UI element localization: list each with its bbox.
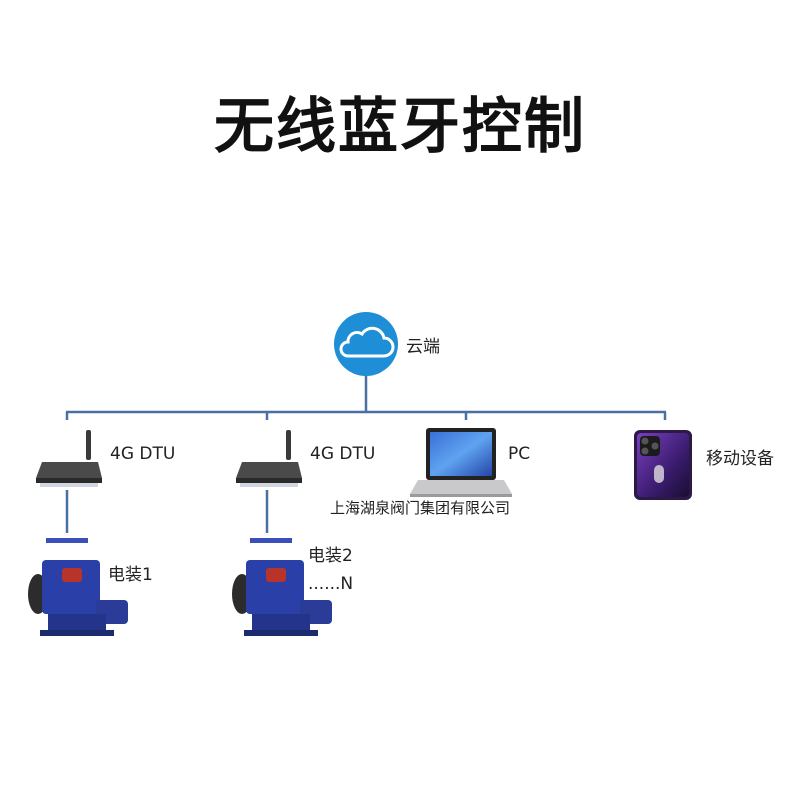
company-watermark: 上海湖泉阀门集团有限公司: [330, 499, 511, 517]
cloud-icon: [334, 312, 398, 376]
router-icon: [236, 430, 302, 487]
dtu-label-1: 4G DTU: [110, 444, 176, 464]
page-title: 无线蓝牙控制: [214, 92, 586, 162]
actuator-label-2: 电装2: [308, 546, 353, 566]
actuator-label-1: 电装1: [108, 565, 153, 585]
cloud-label: 云端: [406, 337, 440, 357]
dtu-label-2: 4G DTU: [310, 444, 376, 464]
laptop-icon: [410, 428, 512, 497]
mobile-device-label: 移动设备: [706, 449, 774, 469]
actuator-count-label: ......N: [308, 574, 354, 594]
electric-actuator-icon: [232, 538, 332, 636]
smartphone-icon: [634, 430, 692, 500]
electric-actuator-icon: [28, 538, 128, 636]
connection-lines: [65, 375, 667, 533]
router-icon: [36, 430, 102, 487]
pc-label: PC: [508, 444, 531, 464]
